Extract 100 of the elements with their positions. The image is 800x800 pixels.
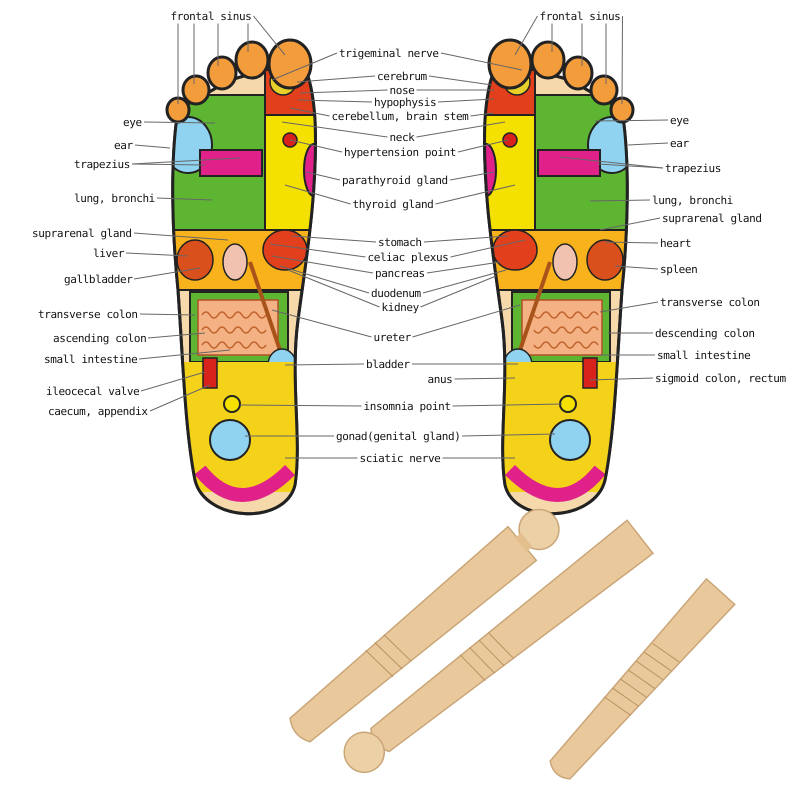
leader-line: [296, 76, 376, 82]
leader-line: [300, 90, 388, 94]
leader-line: [594, 120, 668, 122]
organ-label: frontal sinus: [170, 10, 252, 22]
leader-line: [426, 262, 500, 274]
leader-line: [590, 378, 654, 380]
leader-line: [148, 332, 206, 338]
leader-line: [272, 52, 338, 80]
organ-label: celiac plexus: [368, 250, 448, 264]
leader-line: [272, 310, 372, 338]
organ-label: ear: [114, 138, 133, 152]
leader-line: [608, 332, 654, 334]
organ-label: insomnia point: [364, 400, 451, 412]
organ-label: spleen: [660, 262, 698, 276]
leader-line: [156, 198, 212, 200]
organ-label: pancreas: [375, 266, 425, 280]
organ-label: lung, bronchi: [652, 194, 733, 206]
organ-label: nose: [390, 84, 414, 96]
leader-line: [292, 236, 376, 242]
organ-label: gonad(genital gland): [336, 430, 460, 442]
leader-line: [284, 364, 364, 366]
organ-label: thyroid gland: [352, 198, 434, 210]
organ-label: stomach: [378, 236, 422, 248]
organ-label: hypophysis: [374, 96, 436, 108]
leader-line: [272, 256, 374, 274]
organ-label: bladder: [366, 358, 410, 370]
leader-line: [452, 404, 562, 406]
leader-line: [435, 184, 516, 204]
leader-line: [560, 156, 664, 168]
organ-label: gallbladder: [64, 272, 132, 286]
leader-line: [420, 276, 496, 308]
leader-line: [604, 242, 658, 244]
leader-line: [470, 112, 494, 116]
organ-label: duodenum: [371, 286, 421, 300]
organ-label: suprarenal gland: [32, 226, 132, 240]
leader-line: [600, 302, 658, 312]
leader-line: [134, 232, 228, 240]
organ-label: ear: [670, 136, 689, 150]
organ-label: trapezius: [74, 158, 130, 170]
organ-label: ureter: [374, 330, 411, 344]
organ-label: ileocecal valve: [46, 384, 140, 398]
organ-label: cerebrum: [377, 70, 427, 82]
leader-line: [282, 122, 388, 138]
organ-label: lung, bronchi: [74, 192, 155, 204]
leader-line: [284, 184, 351, 204]
organ-label: suprarenal gland: [662, 212, 762, 224]
leader-line: [412, 304, 520, 338]
leader-line: [600, 218, 660, 230]
leader-line: [450, 172, 494, 180]
organ-label: liver: [93, 246, 124, 260]
leader-line: [253, 16, 286, 56]
organ-label: sigmoid colon, rectum: [655, 372, 786, 384]
organ-label: hypertension point: [344, 146, 456, 158]
leader-line: [290, 140, 342, 152]
organ-label: sciatic nerve: [360, 452, 440, 464]
leader-line: [614, 266, 658, 270]
leader-line: [290, 108, 330, 116]
leader-line: [280, 266, 370, 294]
organ-label: parathyroid gland: [342, 174, 448, 186]
leader-line: [140, 372, 206, 392]
organ-label: neck: [390, 130, 414, 144]
leader-line: [428, 76, 492, 86]
organ-label: ascending colon: [53, 332, 146, 344]
leader-line: [126, 252, 188, 256]
leader-line: [462, 434, 556, 436]
organ-label: transverse colon: [38, 308, 138, 320]
leader-line: [240, 404, 362, 406]
leader-line: [424, 236, 508, 242]
leader-line: [514, 16, 538, 56]
leader-line: [598, 164, 664, 168]
organ-label: anus: [428, 372, 452, 386]
organ-label: cerebellum, brain stem: [332, 110, 468, 122]
leader-line: [454, 378, 516, 380]
organ-label: small intestine: [657, 348, 750, 362]
leader-line: [590, 200, 650, 202]
leader-line: [144, 122, 216, 124]
leader-line: [270, 244, 366, 258]
organ-label: eye: [123, 116, 142, 128]
leader-line: [600, 354, 656, 356]
leader-line: [422, 270, 506, 294]
organ-label: frontal sinus: [540, 10, 620, 22]
leader-line: [628, 142, 668, 146]
leader-line: [134, 144, 170, 148]
organ-label: trigeminal nerve: [339, 46, 439, 60]
leader-line: [288, 270, 380, 308]
leader-line: [458, 140, 508, 152]
leader-line: [450, 240, 526, 258]
organ-label: small intestine: [44, 352, 138, 366]
organ-label: transverse colon: [660, 296, 760, 308]
organ-label: descending colon: [655, 326, 755, 340]
organ-label: trapezius: [665, 162, 722, 174]
leader-line: [622, 16, 623, 104]
leader-line: [132, 158, 240, 164]
leader-line: [416, 122, 506, 138]
leader-line: [306, 172, 340, 180]
organ-label: eye: [670, 114, 689, 126]
leader-line: [138, 350, 230, 360]
leader-line: [140, 314, 196, 316]
leader-line: [150, 384, 210, 412]
organ-label: caecum, appendix: [48, 404, 148, 418]
